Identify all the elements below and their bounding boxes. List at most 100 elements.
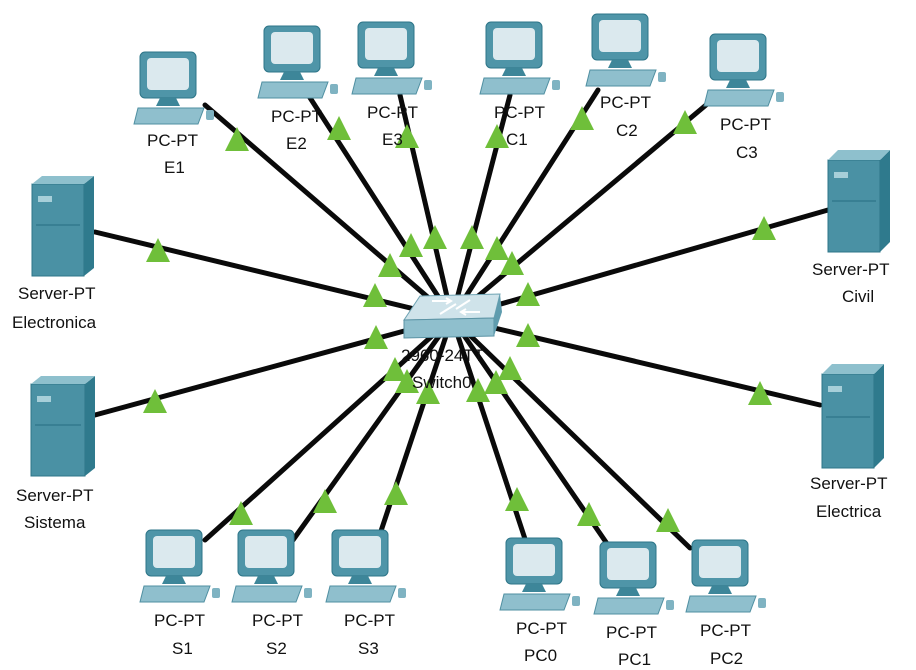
cable-e1[interactable] bbox=[202, 102, 455, 321]
link-light-civil-device bbox=[752, 216, 776, 240]
pc-icon bbox=[325, 529, 406, 603]
pc-c1-name-label: C1 bbox=[506, 130, 528, 149]
link-light-e2-device bbox=[327, 116, 351, 140]
pc-e1[interactable]: PC-PT E1 bbox=[133, 51, 214, 177]
pc-s3-model-label: PC-PT bbox=[344, 611, 395, 630]
pc-pc0-name-label: PC0 bbox=[524, 646, 557, 665]
link-light-electronica-device bbox=[146, 238, 170, 262]
link-light-s3-device bbox=[384, 481, 408, 505]
link-light-sistema-device bbox=[143, 389, 167, 413]
server-icon bbox=[31, 176, 94, 277]
cable-pc2[interactable] bbox=[449, 315, 693, 551]
link-light-civil-switch bbox=[516, 282, 540, 306]
pc-c1[interactable]: PC-PT C1 bbox=[479, 21, 560, 149]
pc-icon bbox=[231, 529, 312, 603]
pc-e1-model-label: PC-PT bbox=[147, 131, 198, 150]
pc-pc1-name-label: PC1 bbox=[618, 650, 651, 669]
cable-c3[interactable] bbox=[449, 97, 715, 321]
pc-c1-model-label: PC-PT bbox=[494, 103, 545, 122]
server-sistema-model-label: Server-PT bbox=[16, 486, 93, 505]
pc-pc2-model-label: PC-PT bbox=[700, 621, 751, 640]
pc-pc0[interactable]: PC-PT PC0 bbox=[499, 537, 580, 665]
link-light-e2-switch bbox=[399, 233, 423, 257]
pc-icon bbox=[351, 21, 432, 95]
pc-s3[interactable]: PC-PT S3 bbox=[325, 529, 406, 658]
pc-e3-model-label: PC-PT bbox=[367, 103, 418, 122]
server-civil-name-label: Civil bbox=[842, 287, 874, 306]
pc-e2[interactable]: PC-PT E2 bbox=[257, 25, 338, 153]
server-electronica-model-label: Server-PT bbox=[18, 284, 95, 303]
server-icon bbox=[827, 150, 890, 253]
link-light-c3-switch bbox=[500, 251, 524, 275]
link-light-c1-switch bbox=[460, 225, 484, 249]
link-light-c1-device bbox=[485, 124, 509, 148]
link-light-s3-switch bbox=[416, 380, 440, 404]
cable-e2[interactable] bbox=[302, 87, 455, 321]
pc-e2-model-label: PC-PT bbox=[271, 107, 322, 126]
pc-e3-name-label: E3 bbox=[382, 130, 403, 149]
link-light-c3-device bbox=[673, 110, 697, 134]
cable-pc1[interactable] bbox=[449, 315, 613, 551]
pc-pc1-model-label: PC-PT bbox=[606, 623, 657, 642]
pc-s1[interactable]: PC-PT S1 bbox=[139, 529, 220, 658]
pc-c2[interactable]: PC-PT C2 bbox=[585, 13, 666, 140]
pc-icon bbox=[685, 539, 766, 613]
link-light-pc1-device bbox=[577, 502, 601, 526]
server-icon bbox=[821, 364, 884, 469]
server-sistema-name-label: Sistema bbox=[24, 513, 86, 532]
pc-icon bbox=[585, 13, 666, 87]
pc-e1-name-label: E1 bbox=[164, 158, 185, 177]
pc-c2-model-label: PC-PT bbox=[600, 93, 651, 112]
pc-e2-name-label: E2 bbox=[286, 134, 307, 153]
link-light-c2-device bbox=[570, 106, 594, 130]
cable-s1[interactable] bbox=[202, 315, 455, 543]
server-civil[interactable]: Server-PT Civil bbox=[812, 150, 890, 306]
pc-icon bbox=[133, 51, 214, 125]
switch-icon bbox=[403, 293, 502, 339]
switch-switch0[interactable]: 2960-24TT Switch0 bbox=[401, 293, 502, 392]
link-light-sistema-switch bbox=[364, 325, 388, 349]
link-lights bbox=[143, 106, 776, 532]
link-light-s1-device bbox=[229, 501, 253, 525]
pc-icon bbox=[593, 541, 674, 615]
pc-icon bbox=[703, 33, 784, 107]
link-light-e1-switch bbox=[378, 253, 402, 277]
pc-s3-name-label: S3 bbox=[358, 639, 379, 658]
link-light-pc0-switch bbox=[466, 378, 490, 402]
pc-s2[interactable]: PC-PT S2 bbox=[231, 529, 312, 658]
switch-model-label: 2960-24TT bbox=[401, 346, 484, 365]
pc-c3[interactable]: PC-PT C3 bbox=[703, 33, 784, 162]
link-light-electronica-switch bbox=[363, 283, 387, 307]
link-light-c2-switch bbox=[485, 236, 509, 260]
link-light-electrica-device bbox=[748, 381, 772, 405]
pc-pc0-model-label: PC-PT bbox=[516, 619, 567, 638]
server-electrica-model-label: Server-PT bbox=[810, 474, 887, 493]
switch-name-label: Switch0 bbox=[412, 373, 472, 392]
link-light-pc1-switch bbox=[484, 370, 508, 394]
link-light-e1-device bbox=[225, 127, 249, 151]
pc-c2-name-label: C2 bbox=[616, 121, 638, 140]
pc-pc2-name-label: PC2 bbox=[710, 649, 743, 668]
link-light-s2-switch bbox=[395, 369, 419, 393]
pc-s1-name-label: S1 bbox=[172, 639, 193, 658]
pc-pc2[interactable]: PC-PT PC2 bbox=[685, 539, 766, 668]
pc-c3-model-label: PC-PT bbox=[720, 115, 771, 134]
link-light-e3-device bbox=[395, 124, 419, 148]
link-light-pc2-device bbox=[656, 508, 680, 532]
server-electronica[interactable]: Server-PT Electronica bbox=[12, 176, 97, 332]
cable-c1[interactable] bbox=[449, 92, 513, 321]
pc-icon bbox=[479, 21, 560, 95]
pc-c3-name-label: C3 bbox=[736, 143, 758, 162]
server-sistema[interactable]: Server-PT Sistema bbox=[16, 376, 95, 532]
pc-s2-name-label: S2 bbox=[266, 639, 287, 658]
pc-pc1[interactable]: PC-PT PC1 bbox=[593, 541, 674, 669]
link-light-electrica-switch bbox=[516, 323, 540, 347]
pc-s1-model-label: PC-PT bbox=[154, 611, 205, 630]
pc-icon bbox=[499, 537, 580, 611]
server-electrica[interactable]: Server-PT Electrica bbox=[810, 364, 887, 521]
link-light-pc0-device bbox=[505, 487, 529, 511]
pc-e3[interactable]: PC-PT E3 bbox=[351, 21, 432, 149]
pc-icon bbox=[139, 529, 220, 603]
link-light-e3-switch bbox=[423, 225, 447, 249]
